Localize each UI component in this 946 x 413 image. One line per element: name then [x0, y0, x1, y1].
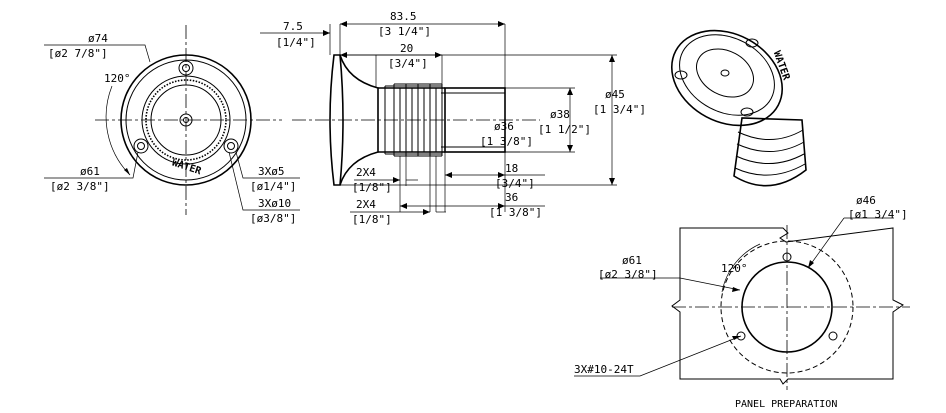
iso-view: WATER — [670, 29, 807, 187]
panel-bolt-circle-in: [ø2 3/8"] — [598, 268, 658, 281]
side-groove-a: 2X4 — [356, 166, 376, 179]
cutout-circle — [741, 261, 833, 353]
side-flange-od: ø45 — [605, 88, 625, 101]
side-neck-len-in: [3/4"] — [388, 57, 428, 70]
side-groove-b: 2X4 — [356, 198, 376, 211]
panel-screws: 3X#10-24T — [574, 363, 634, 376]
side-thread-len-in: [1 3/8"] — [489, 206, 542, 219]
side-neck-len: 20 — [400, 42, 413, 55]
side-view: 7.5 [1/4"] 83.5 [3 1/4"] 20 [3/4"] ø36 [… — [260, 10, 646, 226]
panel-hole-icon — [782, 252, 792, 262]
side-flange-thk-in: [1/4"] — [276, 36, 316, 49]
bolt-hole-icon — [133, 138, 149, 154]
side-flange-thk: 7.5 — [283, 20, 303, 33]
panel-cutout-dia: ø46 — [856, 194, 876, 207]
side-neck-dia-in: [1 3/8"] — [480, 135, 533, 148]
front-flange-dia: ø74 — [88, 32, 108, 45]
front-counterbore: 3Xø10 — [258, 197, 291, 210]
front-bolt-circle-in: [ø2 3/8"] — [50, 180, 110, 193]
side-body-dia-in: [1 1/2"] — [538, 123, 591, 136]
side-thread-len: 36 — [505, 191, 518, 204]
front-bolt-circle: ø61 — [80, 165, 100, 178]
front-counterbore-in: [ø3/8"] — [250, 212, 296, 225]
panel-angle: 120° — [721, 262, 748, 275]
flange-outline — [120, 54, 252, 186]
front-flange-dia-in: [ø2 7/8"] — [48, 47, 108, 60]
iso-hole-icon — [740, 107, 754, 117]
bolt-hole-icon — [178, 60, 194, 76]
panel-hole-icon — [828, 331, 838, 341]
side-overall-len: 83.5 — [390, 10, 417, 23]
side-tail-len-in: [3/4"] — [495, 177, 535, 190]
panel-cutout-dia-in: [ø1 3/4"] — [848, 208, 908, 221]
panel-outline — [671, 227, 904, 385]
side-body-dia: ø38 — [550, 108, 570, 121]
bolt-circle — [720, 240, 854, 374]
side-groove-a-in: [1/8"] — [352, 181, 392, 194]
front-holes-in: [ø1/4"] — [250, 180, 296, 193]
panel-caption: PANEL PREPARATION — [735, 399, 837, 410]
front-angle: 120° — [104, 72, 131, 85]
water-logo: WATER — [170, 158, 203, 178]
panel-bolt-circle: ø61 — [622, 254, 642, 267]
side-flange-od-in: [1 3/4"] — [593, 103, 646, 116]
panel-view: ø46 [ø1 3/4"] ø61 [ø2 3/8"] 120° 3X#10-2… — [574, 194, 910, 410]
side-overall-len-in: [3 1/4"] — [378, 25, 431, 38]
bolt-hole-icon — [223, 138, 239, 154]
front-holes: 3Xø5 — [258, 165, 285, 178]
side-tail-len: 18 — [505, 162, 518, 175]
iso-hole-icon — [674, 70, 688, 80]
side-neck-dia: ø36 — [494, 120, 514, 133]
front-view: WATER ø74 [ø2 7/8"] 120° ø61 [ø2 3/8"] 3… — [44, 25, 300, 225]
iso-hole-icon — [745, 38, 759, 48]
side-groove-b-in: [1/8"] — [352, 213, 392, 226]
